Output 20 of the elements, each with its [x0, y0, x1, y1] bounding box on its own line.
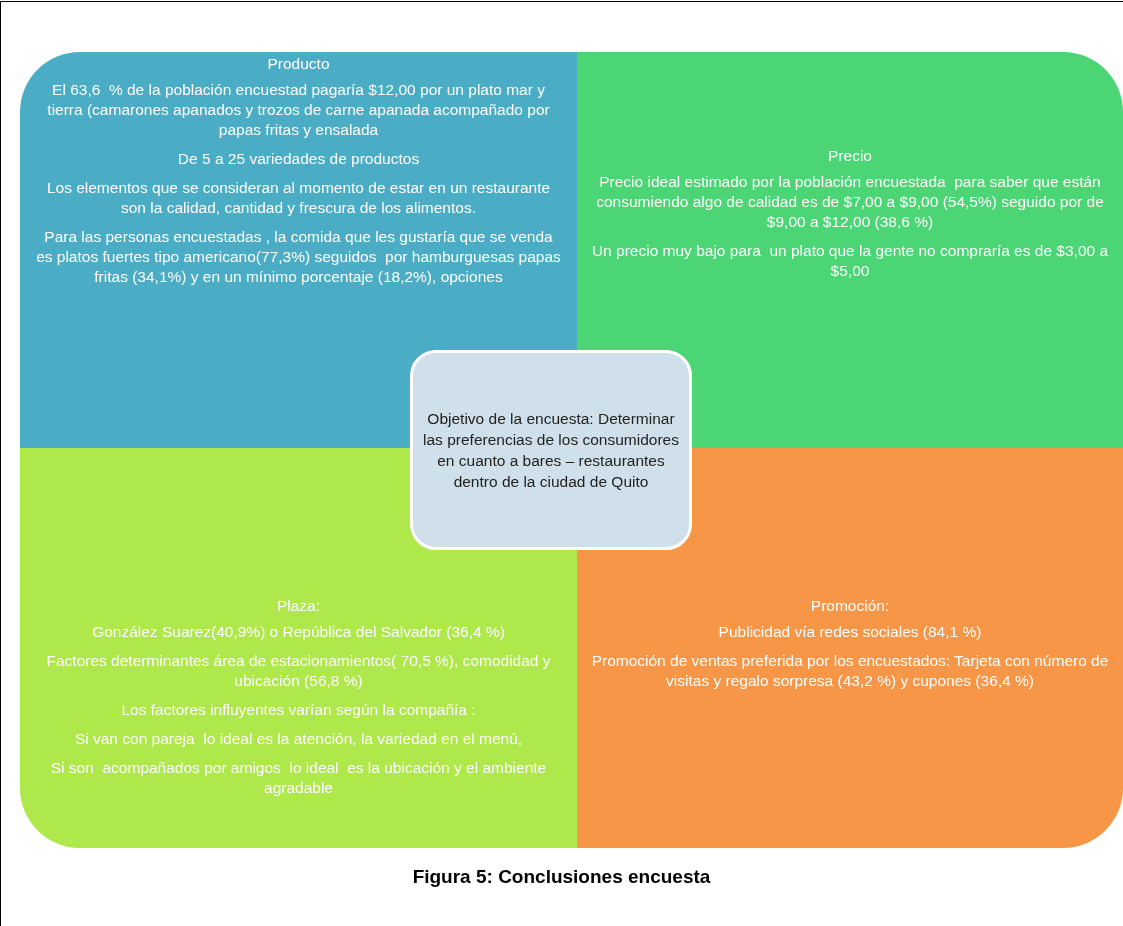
panel-text: Si son acompañados por amigos lo ideal es la ubicación y el ambiente agradable [49, 758, 548, 798]
panel-heading: Promoción: [810, 596, 890, 616]
panel-heading: Plaza: [276, 596, 321, 616]
figure-caption: Figura 5: Conclusiones encuesta [411, 866, 712, 888]
objective-text: Objetivo de la encuesta: Determinar las preferencias de los consumidores en cuanto a bares – restaurantes dentro de la ciudad de Quito [423, 409, 679, 492]
panel-text: Factores determinantes área de estacionamientos( 70,5 %), comodidad y ubicación (56,8 %) [45, 651, 552, 691]
panel-text: Promoción de ventas preferida por los encuestados: Tarjeta con número de visitas y regalo sorpresa (43,2 %) y cupones (36,4 %) [590, 651, 1110, 691]
panel-text: Si van con pareja lo ideal es la atención, la variedad en el menú, [74, 729, 523, 749]
panel-text: Publicidad vía redes sociales (84,1 %) [718, 622, 982, 642]
panel-text: González Suarez(40,9%) o República del Salvador (36,4 %) [92, 622, 505, 642]
panel-text: Los elementos que se consideran al momento de estar en un restaurante son la calidad, cantidad y frescura de los alimentos. [45, 178, 552, 218]
panel-text: Precio ideal estimado por la población encuestada para saber que están consumiendo algo de calidad es de $7,00 a $9,00 (54,5%) seguido por de $9,00 a $12,00 (38,6 %) [595, 172, 1105, 232]
panel-text: Los factores influyentes varían según la compañía : [121, 700, 476, 720]
panel-text: Para las personas encuestadas , la comida que les gustaría que se venda es platos fuertes tipo americano(77,3%) seguidos por hamburguesas papas fritas (34,1%) y en un mínimo porcentaje (18,2%), opciones [35, 227, 562, 287]
panel-text: El 63,6 % de la población encuestad pagaría $12,00 por un plato mar y tierra (camarones apanados y trozos de carne apanada acompañado por papas fritas y ensalada [46, 80, 551, 140]
objective-box [410, 350, 692, 550]
panel-heading: Precio [828, 146, 872, 166]
panel-text: De 5 a 25 variedades de productos [177, 149, 420, 169]
panel-heading: Producto [267, 54, 330, 74]
panel-text: Un precio muy bajo para un plato que la gente no compraría es de $3,00 a $5,00 [590, 241, 1110, 281]
